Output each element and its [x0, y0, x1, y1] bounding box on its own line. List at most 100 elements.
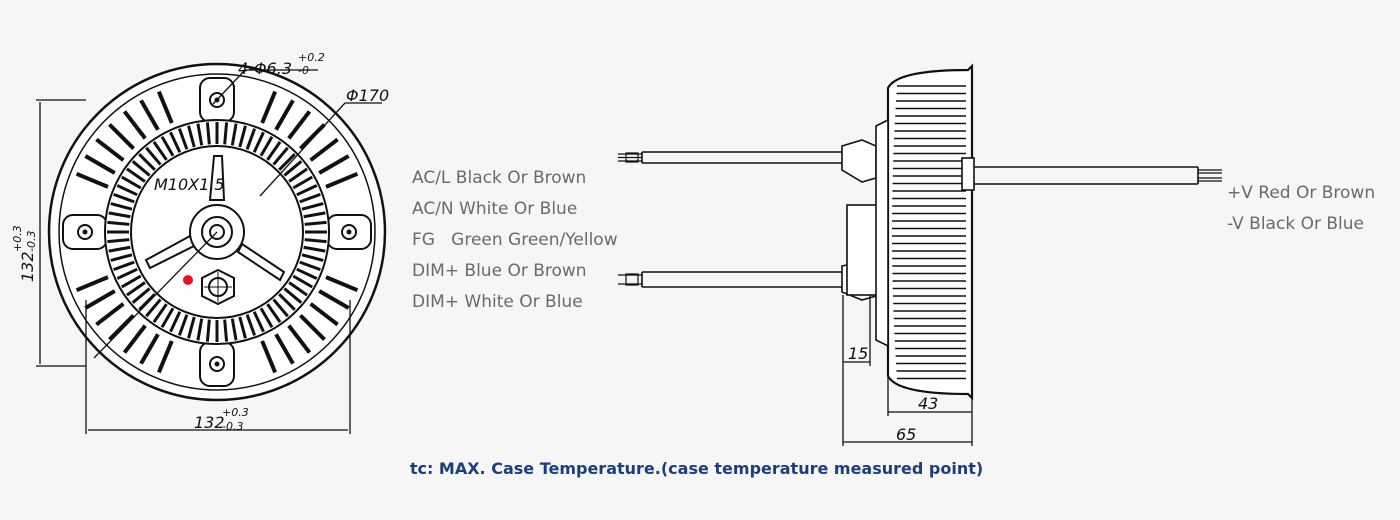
inner-fins [107, 122, 327, 342]
fin-slot [309, 302, 339, 327]
fin-slot [156, 340, 174, 374]
fin-slot [122, 110, 147, 140]
inner-fin [259, 307, 274, 329]
dim-43-text: 43 [918, 394, 938, 413]
inner-fin [187, 316, 196, 339]
inner-fin [169, 131, 182, 153]
inner-fin [238, 125, 247, 148]
fin-slot [318, 154, 350, 175]
side-dimensions: 15 43 65 [848, 344, 938, 444]
inner-fin [296, 267, 318, 280]
inner-fin [152, 141, 168, 161]
inner-fin [283, 287, 303, 304]
mounting-ear [62, 214, 108, 250]
inner-fin [238, 316, 247, 339]
inner-fin [259, 135, 274, 157]
front-dimensions: 4-Φ6.3 +0.2 -0 Φ170 M10X1.5 132 +0.3 -0.… [11, 51, 389, 433]
inner-fin [288, 281, 308, 297]
hole-tol-minus: -0 [298, 64, 309, 77]
fin-slot [108, 123, 135, 150]
inner-fin [145, 298, 162, 318]
inner-fin [303, 211, 326, 219]
fin-slot [287, 324, 312, 354]
fin-slot [299, 123, 326, 150]
width-dim-text: 132 [194, 413, 225, 432]
inner-fin [196, 123, 204, 146]
input-wire-label-dim-plus-2: DIM+ White Or Blue [412, 292, 583, 312]
front-view [36, 62, 387, 434]
inner-fin [288, 167, 308, 183]
fin-slot [156, 90, 174, 124]
fin-slot [274, 99, 295, 131]
fin-slot [325, 275, 359, 293]
inner-fin [116, 267, 138, 280]
inner-fin [303, 245, 326, 253]
inner-fin [304, 220, 327, 226]
inner-fin [223, 122, 229, 145]
dim-cable [618, 271, 842, 288]
side-view [618, 63, 1222, 446]
fin-slot [139, 99, 160, 131]
inner-fin [301, 253, 324, 262]
inner-fin [113, 192, 135, 204]
ac-cable [618, 151, 842, 164]
fin-slot [95, 302, 125, 327]
inner-fin [245, 128, 257, 150]
inner-fin [126, 167, 146, 183]
inner-fin [160, 135, 175, 157]
fin-slot [95, 137, 125, 162]
output-wire-label-negative: -V Black Or Blue [1227, 214, 1364, 234]
inner-fin [177, 128, 189, 150]
fin-slot [287, 110, 312, 140]
side-fins [892, 85, 966, 380]
inner-fin [205, 122, 211, 145]
inner-fin [278, 153, 296, 171]
inner-fin [110, 253, 133, 262]
fin-slot [318, 289, 350, 310]
fin-slot [274, 333, 295, 365]
output-cable [961, 157, 1222, 191]
inner-fin [230, 318, 238, 341]
inner-fin [120, 175, 142, 190]
dim-15-text: 15 [848, 344, 868, 363]
inner-fin [169, 311, 182, 333]
inner-fin [108, 245, 131, 253]
hole-dim-text: 4-Φ6.3 [238, 59, 292, 78]
inner-fin [160, 307, 175, 329]
inner-fin [187, 125, 196, 148]
inner-fin [301, 202, 324, 211]
dim-65-text: 65 [896, 425, 916, 444]
inner-fin [120, 274, 142, 289]
fin-slot [75, 275, 109, 293]
fin-slot [309, 137, 339, 162]
inner-fin [110, 202, 133, 211]
inner-fin [138, 153, 156, 171]
inner-fin [266, 141, 282, 161]
height-tol-minus: -0.3 [25, 231, 38, 252]
inner-fin [126, 281, 146, 297]
mounting-ear [326, 214, 372, 250]
inner-fin [272, 298, 289, 318]
width-tol-plus: +0.3 [222, 406, 249, 419]
mounting-ear [199, 341, 235, 387]
input-wire-label-acn: AC/N White Or Blue [412, 199, 578, 219]
fin-slot [299, 314, 326, 341]
width-tol-minus: -0.3 [222, 420, 243, 433]
fin-slot [122, 324, 147, 354]
height-dim-text: 132 [18, 251, 37, 282]
inner-fin [131, 287, 151, 304]
thread-label: M10X1.5 [154, 175, 225, 194]
inner-fin [266, 303, 282, 323]
diameter-dim-text: Φ170 [346, 86, 389, 105]
inner-fin [145, 146, 162, 166]
fin-slot [260, 340, 278, 374]
input-wire-label-dim-plus-1: DIM+ Blue Or Brown [412, 261, 587, 281]
inner-fin [292, 274, 314, 289]
inner-fin [304, 238, 327, 244]
inner-fin [152, 303, 168, 323]
inner-fin [113, 260, 135, 272]
inner-fin [296, 184, 318, 197]
fin-slot [139, 333, 160, 365]
inner-fin [245, 314, 257, 336]
inner-fin [116, 184, 138, 197]
